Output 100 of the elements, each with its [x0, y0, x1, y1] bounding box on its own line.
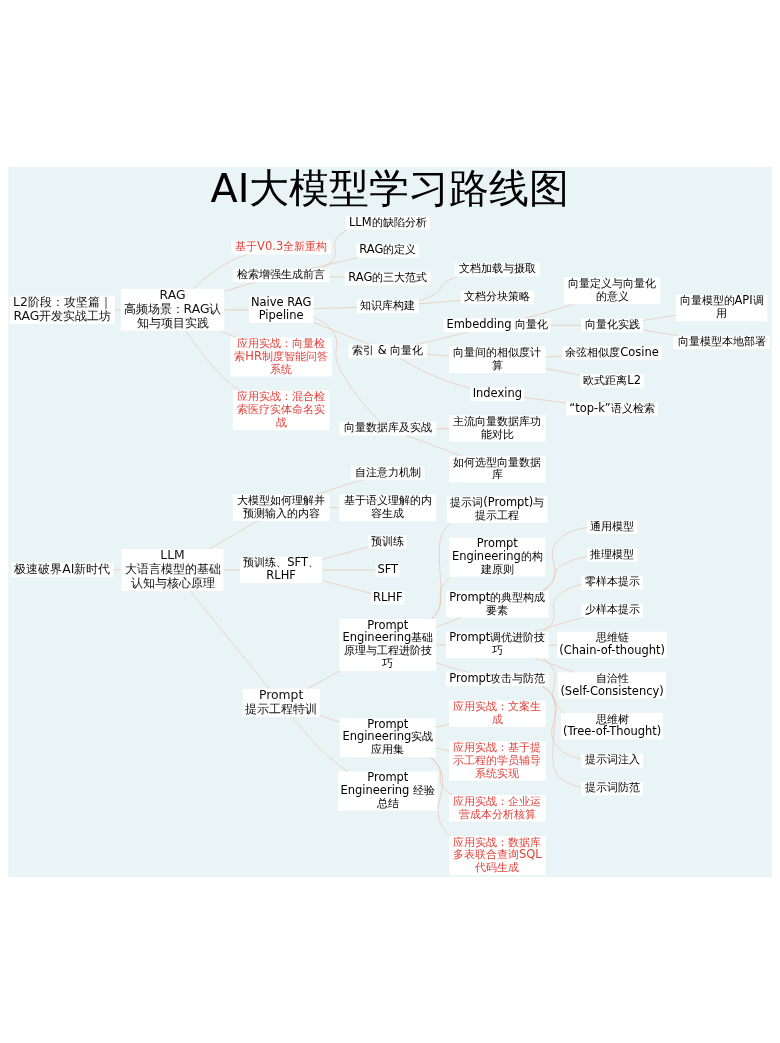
connector — [322, 579, 372, 594]
connector — [542, 657, 565, 713]
node-box: Naive RAG Pipeline — [248, 296, 314, 323]
connector — [523, 396, 567, 403]
node-box: 自注意力机制 — [351, 465, 425, 480]
node-box: 索引 & 向量化 — [348, 344, 427, 358]
node-box: Prompt Engineering 经验总结 — [338, 770, 438, 811]
node-box: “top-k”语义检索 — [566, 401, 658, 416]
node-box: 欧式距离L2 — [580, 373, 644, 388]
connector — [545, 367, 581, 375]
connector — [541, 685, 582, 788]
node-box: 预训练 — [368, 534, 407, 549]
connector — [550, 324, 582, 326]
node-box: 应用实战：基于提示工程的学员辅导系统实现 — [448, 740, 546, 781]
node-box: 思维树(Tree-of-Thought) — [561, 712, 664, 739]
connector — [321, 228, 348, 269]
connector — [322, 546, 369, 559]
node-box: 应用实战：企业运营成本分析核算 — [448, 794, 546, 822]
connector — [435, 662, 470, 673]
node-box: Prompt攻击与防范 — [445, 672, 549, 686]
connector — [534, 657, 575, 673]
connector — [430, 756, 453, 795]
connector — [543, 526, 588, 591]
connector — [642, 314, 677, 321]
connector — [224, 281, 256, 292]
node-box: Embedding 向量化 — [443, 317, 551, 332]
connector — [224, 309, 250, 310]
node-box: 提示词防范 — [581, 781, 643, 795]
diagram-title: AI大模型学习路线图 — [210, 164, 570, 211]
node-box: 主流向量数据库功能对比 — [448, 414, 546, 442]
connector — [541, 685, 582, 759]
connector — [418, 299, 461, 304]
connector — [435, 427, 450, 429]
connector — [426, 353, 450, 356]
node-box: 推理模型 — [586, 547, 638, 562]
connector — [317, 479, 363, 495]
node-box: 向量数据库及实战 — [339, 421, 437, 435]
connector — [435, 616, 462, 627]
node-box: RAG 高频场景：RAG认知与项目实践 — [120, 288, 225, 331]
node-box: RLHF — [371, 590, 405, 605]
connector — [310, 256, 359, 269]
connector — [114, 309, 122, 310]
node-box: Indexing — [470, 386, 524, 401]
connector — [307, 670, 340, 689]
node-box: Prompt Engineering基础原理与工程进阶技巧 — [339, 618, 437, 671]
connector — [313, 316, 381, 422]
node-box: 文档分块策略 — [460, 290, 534, 304]
node-box: 预训练、SFT、RLHF — [240, 556, 323, 583]
connector — [220, 330, 237, 338]
connector — [313, 306, 358, 309]
connector — [399, 357, 471, 389]
node-box: 向量模型本地部署 — [673, 335, 770, 349]
node-box: 提示词注入 — [581, 753, 643, 767]
connector — [319, 714, 341, 722]
node-box: 向量化实践 — [581, 317, 643, 332]
node-box: 零样本提示 — [581, 575, 643, 590]
node-box: 应用实战：向量检索HR制度智能问答系统 — [230, 336, 332, 377]
node-box: Prompt 提示工程特训 — [242, 688, 320, 717]
connector — [545, 355, 563, 357]
node-box: 如何选型向量数据库 — [448, 455, 546, 482]
node-box: 通用模型 — [586, 519, 638, 534]
connector — [418, 275, 458, 301]
node-box: 应用实战：混合检索医疗实体命名实战 — [232, 390, 330, 430]
node-box: 思维链(Chain-of-thought) — [557, 631, 668, 658]
connector — [209, 520, 258, 549]
node-box: RAG的三大范式 — [344, 271, 431, 285]
node-box: Prompt Engineering的构建原则 — [449, 536, 546, 577]
node-box: 余弦相似度Cosine — [562, 345, 663, 360]
connector — [185, 330, 241, 391]
connector — [416, 331, 469, 345]
node-box: 提示词(Prompt)与提示工程 — [446, 496, 548, 523]
node-box: 向量间的相似度计算 — [448, 346, 546, 373]
connector — [291, 716, 349, 772]
connector — [406, 434, 462, 456]
connector — [642, 329, 679, 336]
node-box: 知识库构建 — [356, 298, 419, 313]
node-box: 基于语义理解的内容生成 — [339, 493, 437, 521]
node-box: Prompt调优进阶技巧 — [445, 631, 549, 658]
node-box: 应用实战：数据库多表联合查询SQL代码生成 — [448, 835, 546, 875]
connector — [524, 303, 574, 319]
node-box: LLM 大语言模型的基础认知与核心原理 — [121, 548, 224, 591]
node-box: 基于V0.3全新重构 — [231, 240, 331, 254]
node-box: 检索增强生成前言 — [232, 268, 330, 282]
connector — [189, 590, 270, 689]
node-box: 自洽性(Self-Consistency) — [558, 671, 666, 699]
connector — [435, 747, 450, 751]
connector — [542, 583, 582, 632]
connector — [432, 522, 452, 619]
node-box: 大模型如何理解并预测输入的内容 — [232, 493, 330, 521]
node-box: 极速破界AI新时代 — [11, 562, 114, 577]
connector — [431, 576, 451, 619]
connector — [329, 506, 340, 508]
connector — [431, 756, 451, 836]
node-box: L2阶段：攻坚篇｜RAG开发实战工坊 — [10, 295, 115, 324]
node-box: 少样本提示 — [581, 603, 643, 617]
node-box: RAG的定义 — [356, 243, 420, 257]
connector — [313, 321, 371, 345]
node-box: 向量定义与向量化的意义 — [563, 277, 661, 304]
connector — [435, 723, 450, 728]
node-box: Prompt Engineering实战应用集 — [339, 717, 436, 757]
